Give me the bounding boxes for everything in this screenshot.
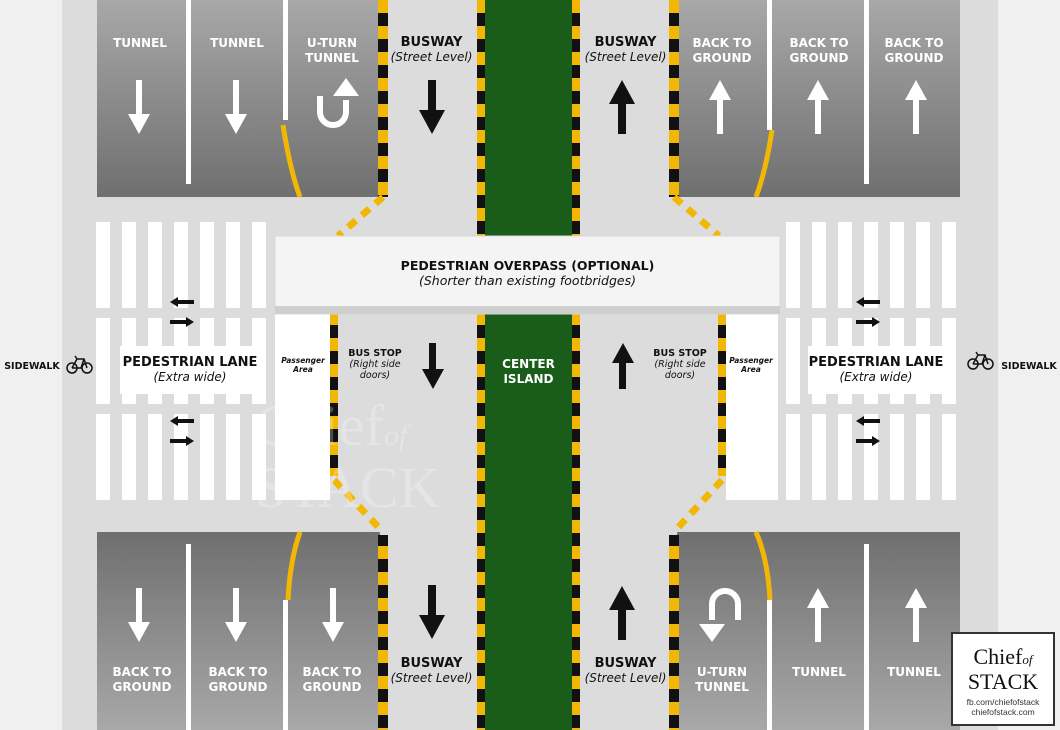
lane-label: TUNNEL bbox=[792, 665, 846, 679]
lane-label: BACK TO GROUND bbox=[302, 665, 362, 694]
passenger-area-right-label: Passenger Area bbox=[729, 356, 773, 374]
pedestrian-overpass bbox=[274, 235, 781, 315]
busway-label-top-right: BUSWAY(Street Level) bbox=[584, 35, 667, 64]
bus-stop-left-label: BUS STOP(Right side doors) bbox=[348, 348, 402, 381]
center-island-label: CENTER ISLAND bbox=[502, 357, 555, 386]
lane-label: BACK TO GROUND bbox=[112, 665, 172, 694]
pedestrian-lane-right-label: PEDESTRIAN LANE(Extra wide) bbox=[808, 355, 944, 384]
bus-stop-right-label: BUS STOP(Right side doors) bbox=[653, 348, 707, 381]
lane-label: TUNNEL bbox=[210, 36, 264, 50]
lane-label: BACK TO GROUND bbox=[789, 36, 849, 65]
lane-label: TUNNEL bbox=[887, 665, 941, 679]
busway-label-top-left: BUSWAY(Street Level) bbox=[390, 35, 473, 64]
center-island bbox=[480, 0, 577, 730]
lane-label: U-TURN TUNNEL bbox=[695, 665, 749, 694]
overpass-label: PEDESTRIAN OVERPASS (OPTIONAL)(Shorter t… bbox=[400, 258, 655, 288]
busway-label-bottom-right: BUSWAY(Street Level) bbox=[584, 656, 667, 685]
bicycle-icon-left bbox=[66, 355, 93, 374]
sidewalk-right-label: SIDEWALK bbox=[1001, 361, 1057, 372]
passenger-area-left-label: Passenger Area bbox=[281, 356, 325, 374]
lane-label: BACK TO GROUND bbox=[884, 36, 944, 65]
crosswalk-right bbox=[786, 222, 956, 500]
passenger-area-right bbox=[726, 300, 778, 500]
pedestrian-lane-left-label: PEDESTRIAN LANE(Extra wide) bbox=[122, 355, 258, 384]
lane-label: BACK TO GROUND bbox=[208, 665, 268, 694]
bicycle-icon-right bbox=[967, 351, 994, 370]
sidewalk-left-label: SIDEWALK bbox=[4, 361, 60, 372]
sidewalk-right bbox=[998, 0, 1060, 730]
sidewalk-left bbox=[0, 0, 62, 730]
passenger-area-left bbox=[275, 300, 330, 500]
busway-label-bottom-left: BUSWAY(Street Level) bbox=[390, 656, 473, 685]
lane-label: TUNNEL bbox=[113, 36, 167, 50]
lane-label: BACK TO GROUND bbox=[692, 36, 752, 65]
lane-label: U-TURN TUNNEL bbox=[305, 36, 359, 65]
